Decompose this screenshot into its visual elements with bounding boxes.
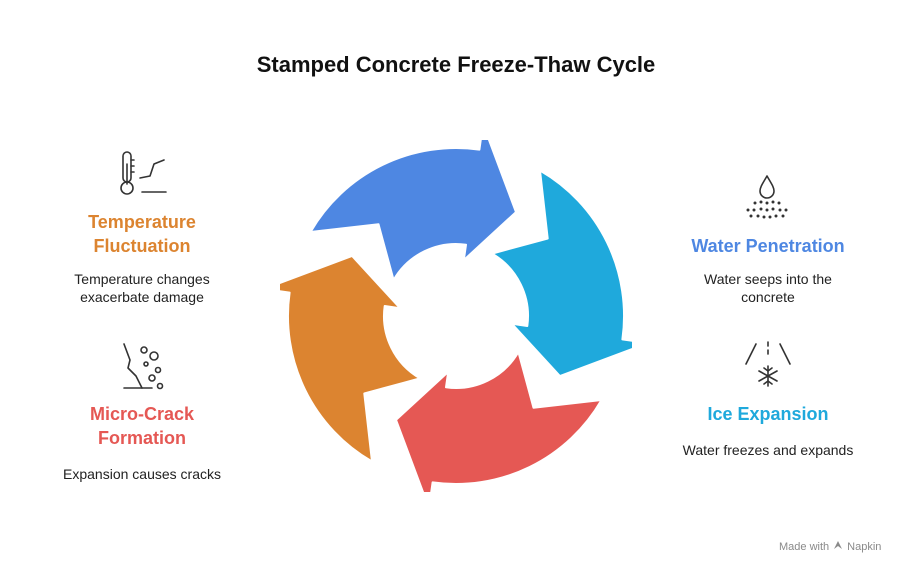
step-desc-ice-expansion: Water freezes and expands <box>682 442 854 458</box>
step-heading-water-penetration: Water Penetration <box>691 236 845 256</box>
step-desc-micro-crack-formation: Expansion causes cracks <box>63 466 221 482</box>
step-heading-ice-expansion: Ice Expansion <box>707 404 829 424</box>
step-desc-temperature-fluctuation: Temperature changes exacerbate damage <box>74 271 210 305</box>
diagram-title: Stamped Concrete Freeze-Thaw Cycle <box>256 52 656 77</box>
thermometer-icon <box>118 150 170 198</box>
footer-attribution: Made with Napkin <box>779 540 881 553</box>
step-heading-micro-crack-formation: Micro-Crack Formation <box>89 404 195 448</box>
cycle-arrows <box>262 122 650 510</box>
napkin-logo-icon <box>833 540 843 553</box>
crack-icon <box>120 342 168 392</box>
step-desc-water-penetration: Water seeps into the concrete <box>704 271 832 305</box>
made-with-label: Made with <box>779 540 830 553</box>
napkin-brand-label: Napkin <box>847 540 882 553</box>
snowflake-icon <box>742 340 794 390</box>
arrow-ice-expansion <box>491 169 650 377</box>
cycle-diagram <box>262 122 650 510</box>
arrow-water-penetration <box>309 122 517 281</box>
step-heading-temperature-fluctuation: Temperature Fluctuation <box>88 212 196 256</box>
arrow-temperature-fluctuation <box>262 255 421 463</box>
water-drop-icon <box>742 172 792 222</box>
arrow-micro-crack-formation <box>395 351 603 510</box>
